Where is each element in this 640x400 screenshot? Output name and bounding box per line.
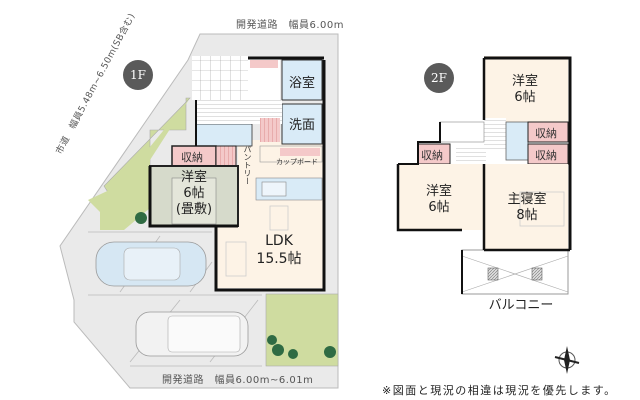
western-room-1f-name: 洋室 xyxy=(180,170,207,185)
washroom-label: 洗面 xyxy=(288,118,315,133)
storage-1f-label: 収納 xyxy=(181,151,203,164)
car-icon-2 xyxy=(135,311,249,357)
floor-1f-badge: 1F xyxy=(123,60,153,90)
floor-2f-badge: 2F xyxy=(424,63,454,93)
western-room-1f-note: (畳敷) xyxy=(175,202,213,217)
disclaimer-note: ※図面と現況の相違は現況を優先します。 xyxy=(382,384,617,397)
master-bedroom-label: 主寝室 8帖 xyxy=(496,192,558,224)
ldk-size: 15.5帖 xyxy=(256,251,302,267)
car-icon-1 xyxy=(95,241,207,287)
road-bottom-label: 開発道路 幅員6.00m~6.01m xyxy=(162,375,314,386)
storage-2f-1-label: 収納 xyxy=(535,127,557,140)
western-room-2f-north-name: 洋室 xyxy=(511,74,538,89)
western-room-2f-west-name: 洋室 xyxy=(425,184,452,199)
ldk-name: LDK xyxy=(265,233,293,249)
western-room-2f-west-size: 6帖 xyxy=(428,200,450,215)
bath-label: 浴室 xyxy=(288,76,315,91)
pantry-label: パントリー xyxy=(243,145,252,185)
master-bedroom-name: 主寝室 xyxy=(507,192,547,207)
compass-icon xyxy=(554,346,580,374)
cupboard-label: カップボード xyxy=(276,158,318,166)
master-bedroom-size: 8帖 xyxy=(516,208,538,223)
western-room-2f-north-label: 洋室 6帖 xyxy=(500,74,550,106)
storage-2f-2-label: 収納 xyxy=(535,149,557,162)
balcony-label: バルコニー xyxy=(488,298,554,313)
ldk-label: LDK 15.5帖 xyxy=(244,232,314,268)
western-room-2f-west-label: 洋室 6帖 xyxy=(414,184,464,216)
house-1f xyxy=(148,56,326,292)
house-2f xyxy=(396,56,572,295)
entrance-tile xyxy=(192,56,248,100)
storage-2f-3-label: 収納 xyxy=(421,149,443,162)
western-room-2f-north-size: 6帖 xyxy=(514,90,536,105)
western-room-1f-label: 洋室 6帖 (畳敷) xyxy=(166,170,222,218)
western-room-1f-size: 6帖 xyxy=(183,186,205,201)
road-top-label: 開発道路 幅員6.00m xyxy=(236,20,345,31)
